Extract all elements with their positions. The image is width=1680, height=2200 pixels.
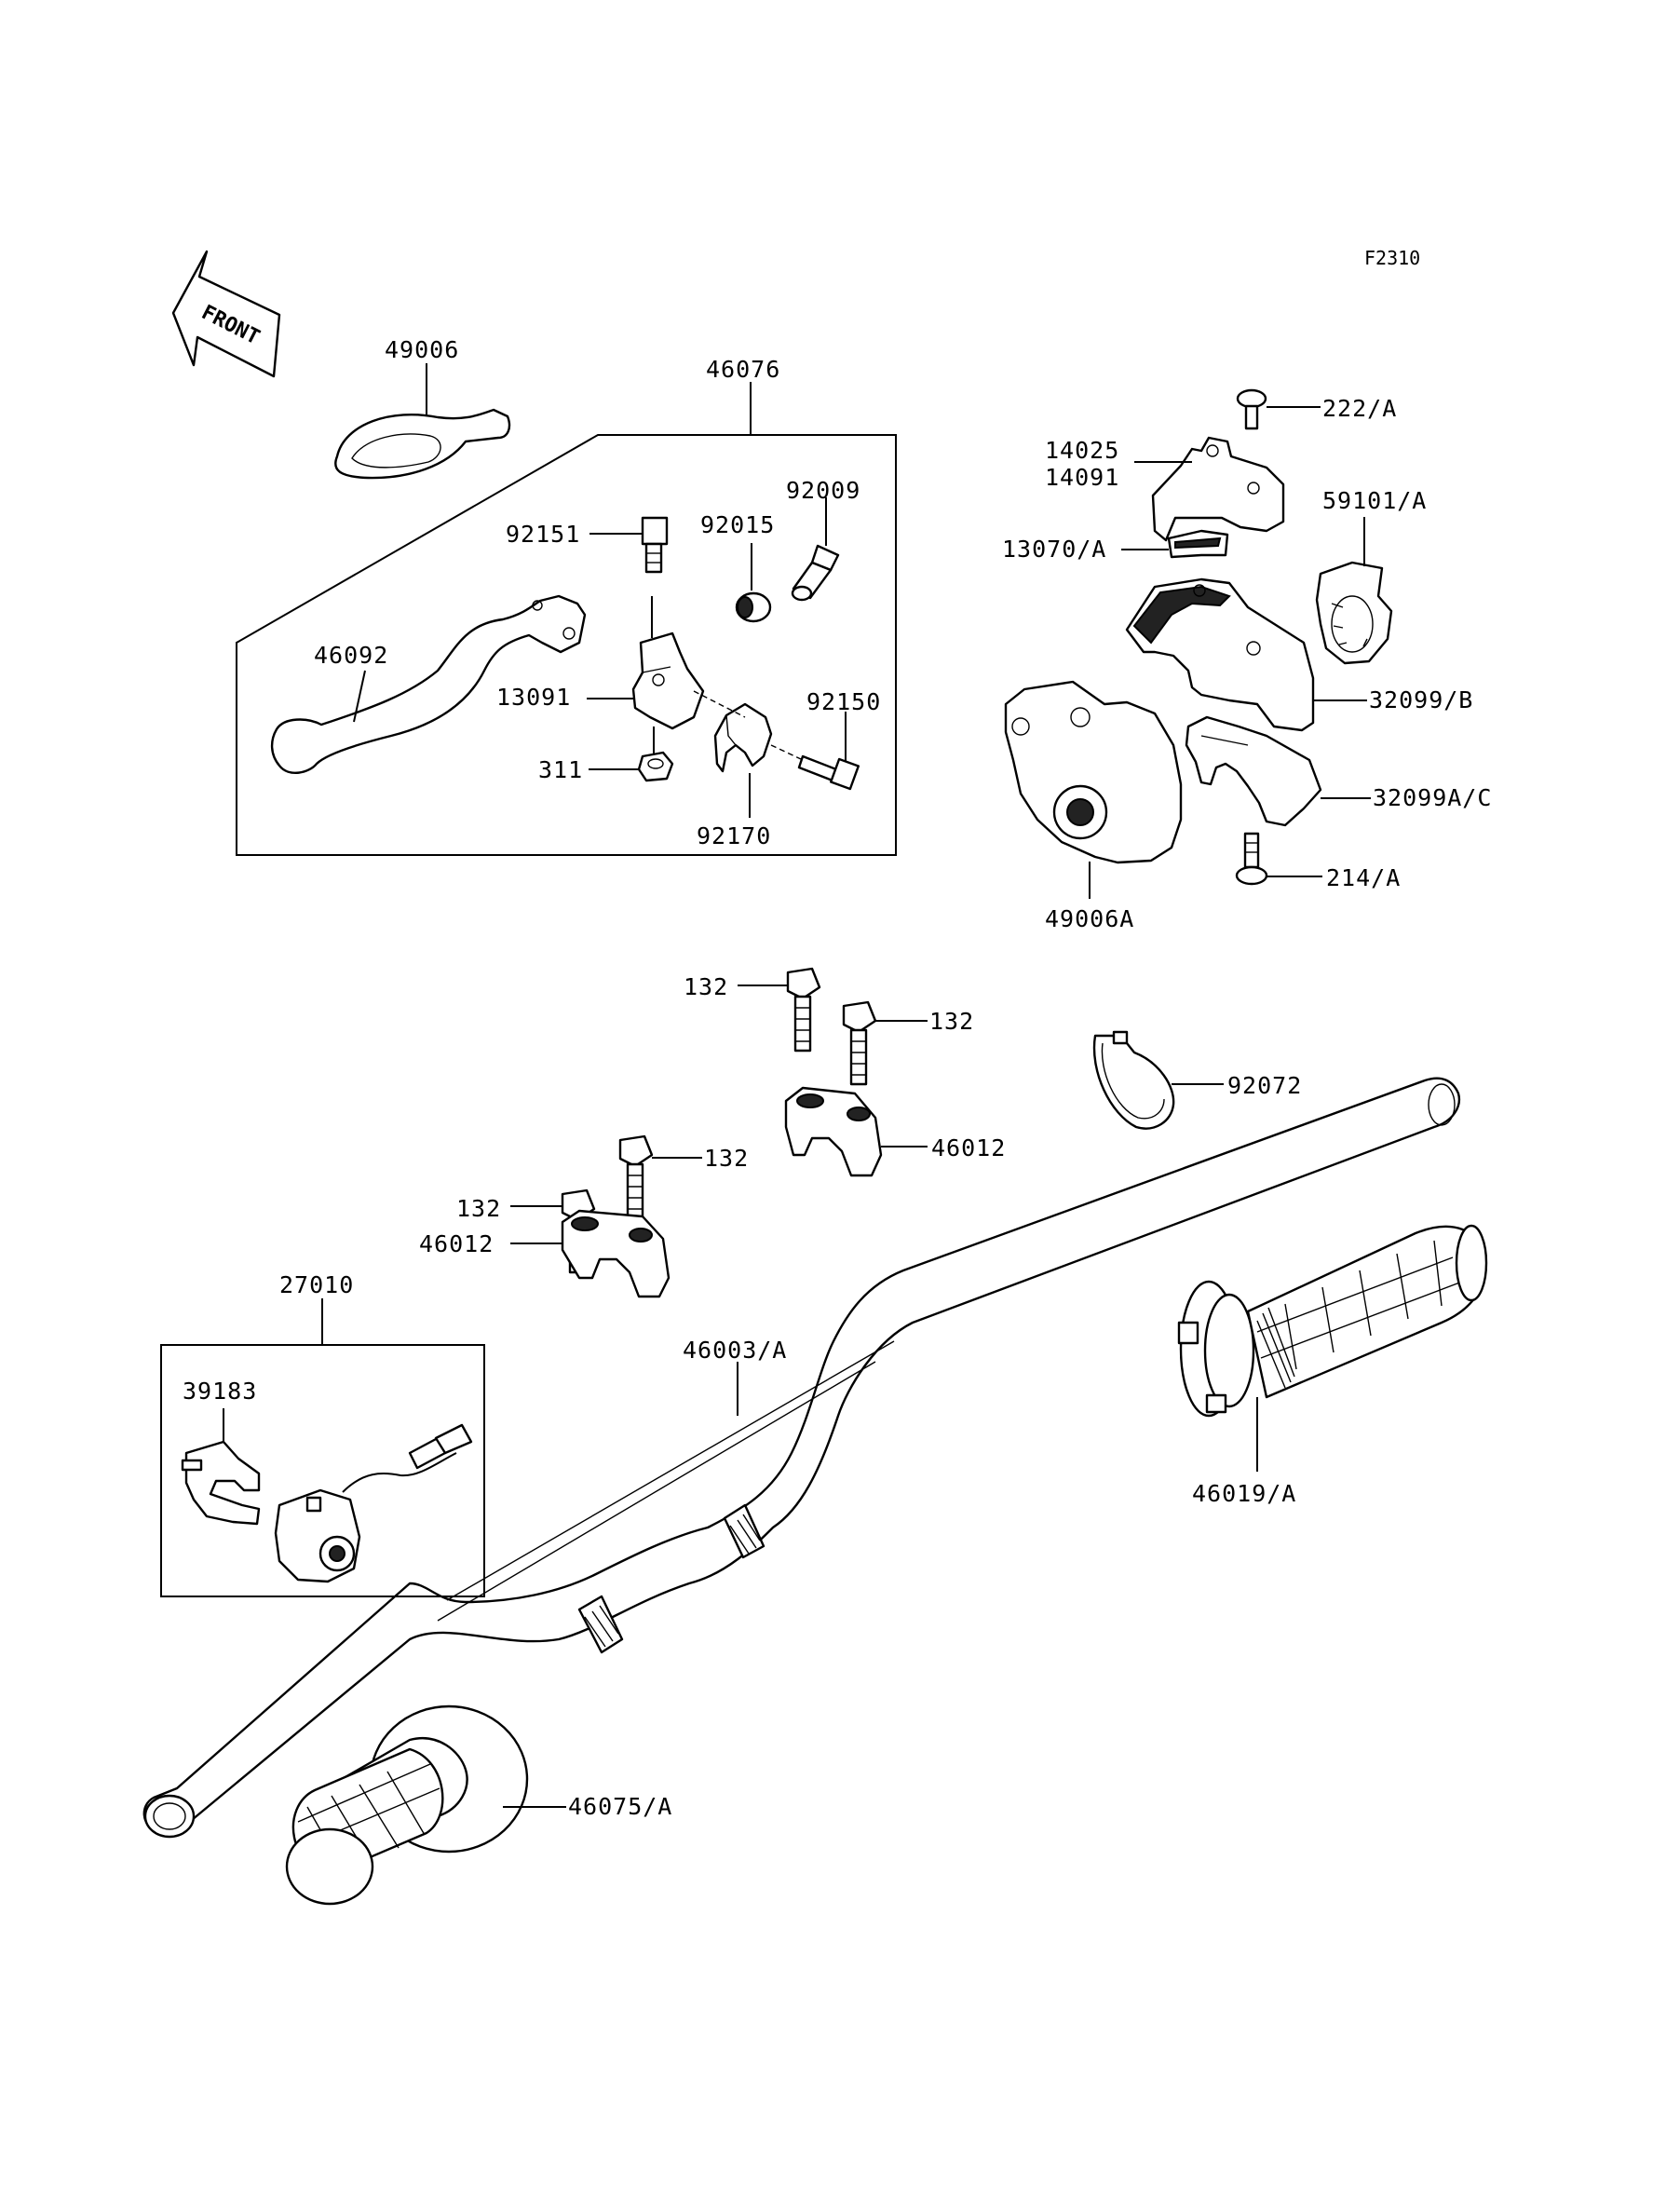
part-46012-clamp-right bbox=[784, 1086, 883, 1177]
part-92009-adjuster bbox=[791, 544, 840, 602]
part-92151-bolt bbox=[641, 516, 669, 574]
part-214a-screw bbox=[1235, 832, 1268, 886]
label-49006a: 49006A bbox=[1045, 905, 1134, 932]
part-49006 bbox=[334, 408, 511, 480]
label-311: 311 bbox=[538, 756, 583, 783]
front-arrow-icon: FRONT bbox=[171, 250, 281, 378]
diagram-code: F2310 bbox=[1364, 247, 1420, 269]
label-32099ac: 32099A/C bbox=[1373, 784, 1492, 811]
label-132-b: 132 bbox=[929, 1008, 974, 1035]
label-13091: 13091 bbox=[496, 684, 571, 711]
part-46092-lever bbox=[270, 594, 587, 774]
part-92150-bolt bbox=[797, 754, 860, 791]
part-222a-screw bbox=[1236, 388, 1267, 430]
group-box-46076 bbox=[236, 434, 897, 856]
label-46076: 46076 bbox=[706, 356, 780, 383]
part-32099ac-clamp bbox=[1185, 715, 1322, 827]
part-46019a-throttle-grip bbox=[1177, 1224, 1488, 1418]
label-132-d: 132 bbox=[704, 1145, 749, 1172]
label-59101a: 59101/A bbox=[1322, 487, 1427, 514]
label-92009: 92009 bbox=[786, 477, 860, 504]
label-32099b: 32099/B bbox=[1369, 686, 1473, 713]
part-39183-clamp bbox=[181, 1440, 261, 1526]
part-49006a-cover bbox=[1004, 680, 1183, 864]
label-132-a: 132 bbox=[684, 973, 728, 1000]
label-92151: 92151 bbox=[506, 521, 580, 548]
part-46075a-left-grip bbox=[285, 1704, 529, 1906]
part-92170-clamp bbox=[713, 702, 773, 773]
part-32099b-housing bbox=[1125, 577, 1315, 732]
part-311-nut bbox=[637, 751, 674, 782]
part-13091-bracket bbox=[631, 631, 705, 730]
label-132-c: 132 bbox=[456, 1195, 501, 1222]
part-132-bolt-b bbox=[842, 1000, 877, 1086]
part-46003a-handlebar bbox=[142, 1077, 1461, 1839]
label-222a: 222/A bbox=[1322, 395, 1397, 422]
label-39183: 39183 bbox=[183, 1378, 257, 1405]
label-46012-a: 46012 bbox=[931, 1134, 1006, 1161]
label-92072: 92072 bbox=[1227, 1072, 1302, 1099]
part-132-bolt-d bbox=[618, 1134, 654, 1220]
label-14025: 14025 bbox=[1045, 437, 1119, 464]
label-46092: 46092 bbox=[314, 642, 388, 669]
part-13070a bbox=[1167, 529, 1229, 559]
part-46012-clamp-left bbox=[561, 1209, 671, 1298]
label-92150: 92150 bbox=[806, 688, 881, 715]
label-92170: 92170 bbox=[697, 822, 771, 849]
part-14025-cover bbox=[1151, 436, 1285, 542]
label-27010: 27010 bbox=[279, 1271, 354, 1298]
part-92072-band bbox=[1092, 1030, 1175, 1130]
label-46012-b: 46012 bbox=[419, 1230, 494, 1257]
part-92015-nut bbox=[735, 591, 772, 623]
label-46019a: 46019/A bbox=[1192, 1480, 1296, 1507]
label-46075a: 46075/A bbox=[568, 1793, 672, 1820]
label-46003a: 46003/A bbox=[683, 1337, 787, 1364]
part-132-bolt-a bbox=[786, 967, 821, 1052]
label-13070a: 13070/A bbox=[1002, 536, 1106, 563]
label-14091: 14091 bbox=[1045, 464, 1119, 491]
part-59101a bbox=[1315, 561, 1393, 665]
label-214a: 214/A bbox=[1326, 864, 1401, 891]
part-switch-body bbox=[274, 1423, 473, 1583]
label-49006: 49006 bbox=[385, 336, 459, 363]
label-92015: 92015 bbox=[700, 511, 775, 538]
